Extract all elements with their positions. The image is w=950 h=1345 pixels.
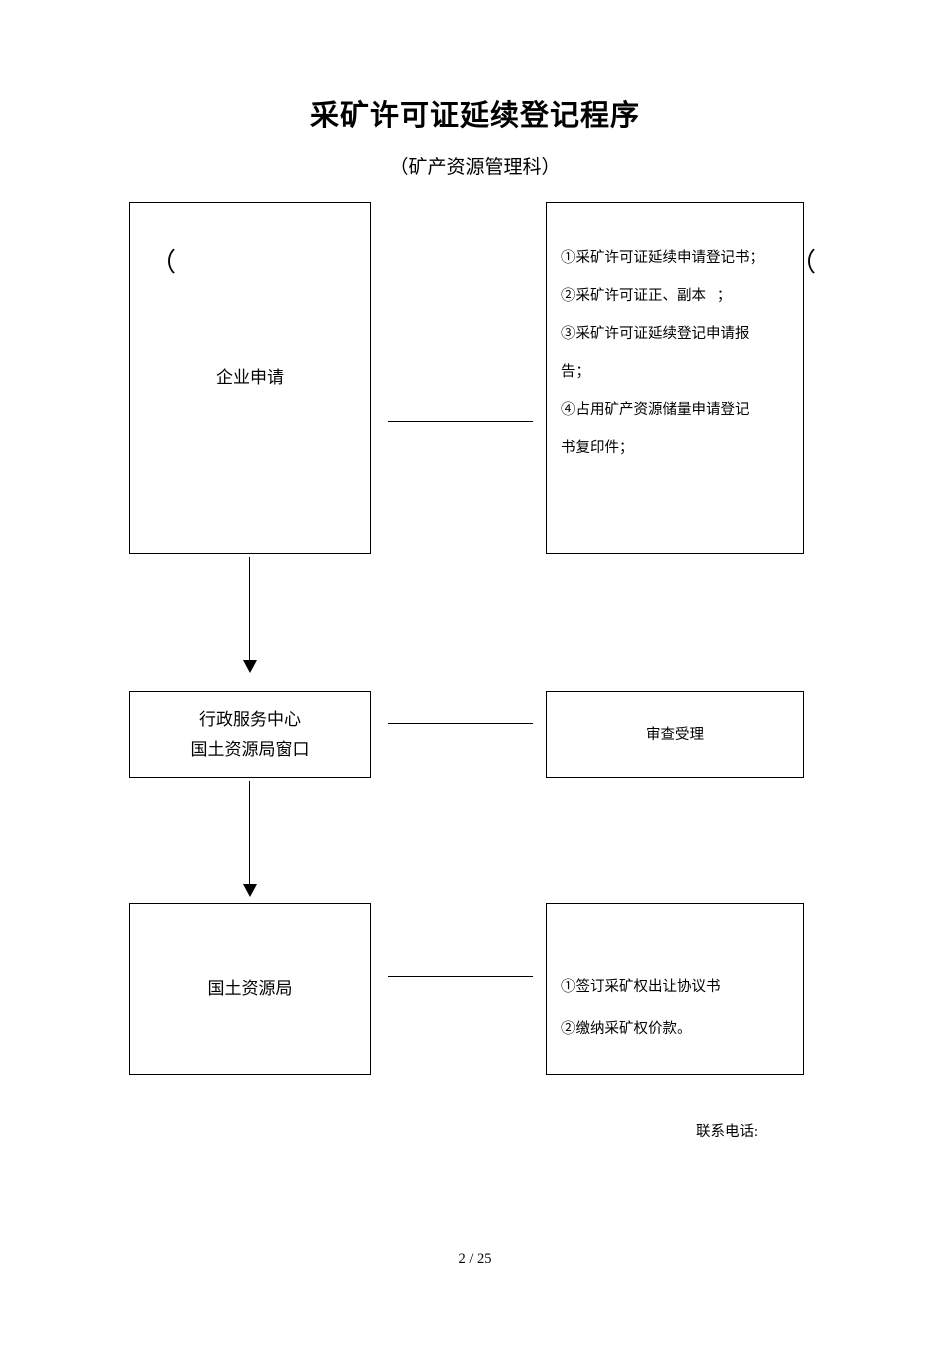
- panel-agreement: ①签订采矿权出让协议书 ②缴纳采矿权价款。: [546, 903, 804, 1075]
- node-applicant-label: 企业申请: [216, 368, 284, 387]
- agreement-item-1: ①签订采矿权出让协议书: [561, 979, 721, 995]
- connector-bureau-agreement: [388, 976, 533, 977]
- arrow-applicant-to-center-line: [249, 557, 250, 662]
- contact-phone-label: 联系电话:: [696, 1124, 759, 1140]
- node-service-center-line1: 行政服务中心: [199, 709, 301, 729]
- node-service-center: 行政服务中心 国土资源局窗口: [129, 691, 371, 778]
- materials-item-6: 书复印件；: [561, 440, 634, 456]
- node-land-bureau-label: 国土资源局: [207, 979, 293, 998]
- materials-item-3: ③采矿许可证延续登记申请报: [561, 326, 750, 342]
- connector-applicant-materials: [388, 421, 533, 422]
- arrow-center-to-bureau-line: [249, 781, 250, 886]
- page-footer: 2 / 25: [458, 1251, 492, 1267]
- materials-item-1: ①采矿许可证延续申请登记书；: [561, 250, 764, 266]
- materials-item-4: 告；: [561, 364, 590, 380]
- node-land-bureau: 国土资源局: [129, 903, 371, 1075]
- applicant-open-paren: （: [150, 248, 177, 277]
- panel-review-label: 审查受理: [646, 726, 704, 743]
- panel-materials: ①采矿许可证延续申请登记书； ②采矿许可证正、副本 ； ③采矿许可证延续登记申请…: [546, 202, 804, 554]
- arrow-center-to-bureau-head: [243, 884, 257, 897]
- arrow-applicant-to-center-head: [243, 660, 257, 673]
- node-service-center-line2: 国土资源局窗口: [190, 739, 310, 759]
- panel-review: 审查受理: [546, 691, 804, 778]
- node-applicant: 企业申请: [129, 202, 371, 554]
- page-title: 采矿许可证延续登记程序: [309, 100, 640, 132]
- agreement-item-2: ②缴纳采矿权价款。: [561, 1021, 692, 1037]
- materials-item-2: ②采矿许可证正、副本 ；: [561, 288, 732, 304]
- materials-close-paren: （: [790, 248, 817, 277]
- connector-center-review: [388, 723, 533, 724]
- materials-item-5: ④占用矿产资源储量申请登记: [561, 402, 750, 418]
- page-subtitle: （矿产资源管理科）: [389, 157, 561, 178]
